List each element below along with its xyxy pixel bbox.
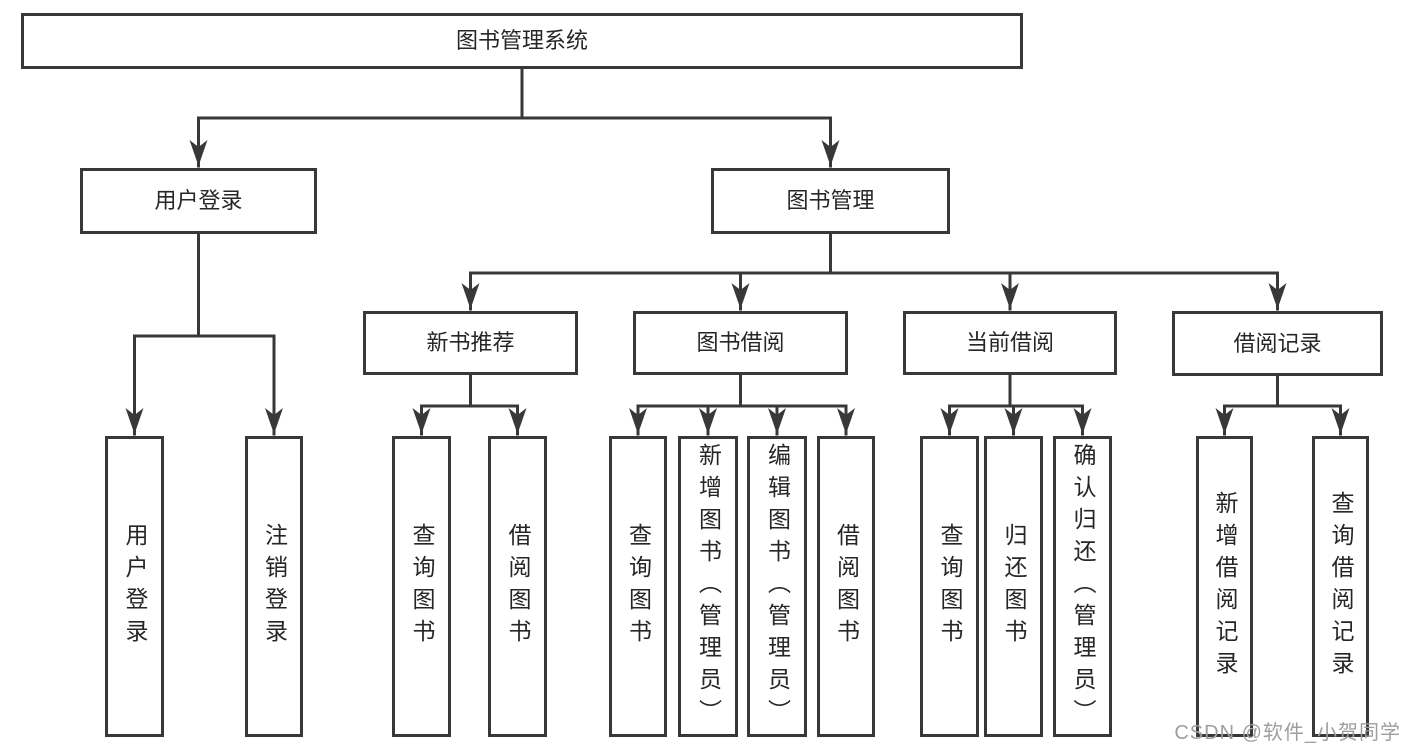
leaf-query-borrow-record: 查询借阅记录	[1312, 436, 1369, 737]
leaf-confirm-return-admin: 确认归还（管理员）	[1053, 436, 1112, 737]
node-root-system: 图书管理系统	[21, 13, 1023, 69]
leaf-borrow-books: 借阅图书	[817, 436, 875, 737]
leaf-logout: 注销登录	[245, 436, 303, 737]
leaf-query-books-borrow: 查询图书	[609, 436, 667, 737]
node-user-login: 用户登录	[80, 168, 317, 234]
leaf-edit-books-admin: 编辑图书（管理员）	[747, 436, 807, 737]
csdn-watermark: CSDN @软件_小贺同学	[1174, 722, 1401, 744]
leaf-add-books-admin: 新增图书（管理员）	[678, 436, 738, 737]
leaf-user-login: 用户登录	[105, 436, 164, 737]
leaf-return-books: 归还图书	[984, 436, 1043, 737]
node-new-book-recommend: 新书推荐	[363, 311, 578, 375]
node-book-management: 图书管理	[711, 168, 950, 234]
leaf-query-books-recommend: 查询图书	[392, 436, 451, 737]
leaf-query-books-current: 查询图书	[920, 436, 979, 737]
leaf-borrow-books-recommend: 借阅图书	[488, 436, 547, 737]
node-borrow-records: 借阅记录	[1172, 311, 1383, 376]
node-book-borrow: 图书借阅	[633, 311, 848, 375]
node-current-borrow: 当前借阅	[903, 311, 1117, 375]
leaf-add-borrow-record: 新增借阅记录	[1196, 436, 1253, 737]
